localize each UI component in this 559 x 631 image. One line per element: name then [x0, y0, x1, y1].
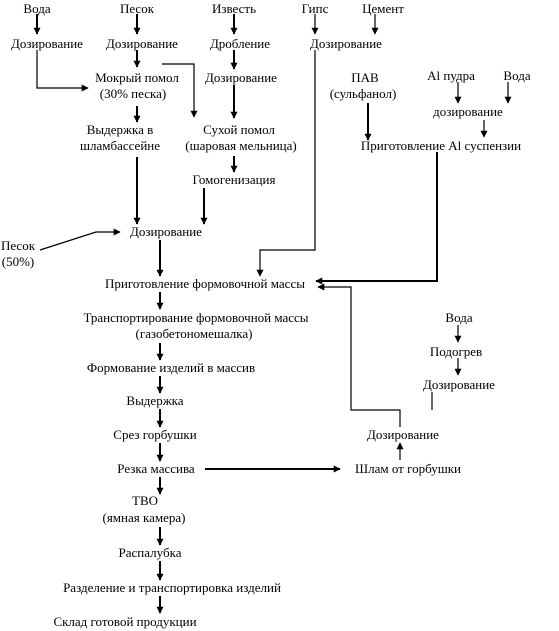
label-voda-right: Вода: [445, 310, 472, 325]
label-razdelenie: Разделение и транспортировка изделий: [63, 580, 281, 595]
label-pav-1: ПАВ: [351, 70, 379, 85]
labels-group: Вода Песок Известь Гипс Цемент Дозирован…: [1, 1, 531, 629]
label-mokry-pomol-2: (30% песка): [100, 86, 166, 101]
label-voda-al: Вода: [503, 68, 530, 83]
label-sukhoy-pomol-1: Сухой помол: [203, 122, 275, 137]
label-doz-voda-right: Дозирование: [423, 377, 495, 392]
label-rezka: Резка массива: [117, 461, 195, 476]
label-shlam: Шлам от горбушки: [355, 461, 461, 476]
label-doz-voda: Дозирование: [11, 36, 83, 51]
label-voda-top: Вода: [23, 1, 50, 16]
label-gomogenizaciya: Гомогенизация: [193, 172, 276, 187]
label-vyderzhka-shlam-1: Выдержка в: [87, 122, 154, 137]
label-gips: Гипс: [302, 1, 329, 16]
label-tvo-2: (ямная камера): [103, 510, 186, 525]
connector-group: [33, 14, 512, 614]
arrow-doz-voda-to-pomol: [36, 50, 89, 92]
label-srez: Срез горбушки: [113, 427, 196, 442]
label-podogrev: Подогрев: [430, 344, 482, 359]
arrow-doz-gips-to-formovochnaya: [256, 50, 316, 277]
label-tvo-1: ТВО: [132, 493, 158, 508]
label-droblenie: Дробление: [210, 36, 270, 51]
label-doz-shlam: Дозирование: [367, 427, 439, 442]
arrow-pesok50-to-doz-mix: [39, 228, 121, 251]
label-pav-2: (сульфанол): [330, 86, 397, 101]
label-doz-izvest: Дозирование: [205, 70, 277, 85]
label-vyderzhka-shlam-2: шламбассейне: [80, 138, 160, 153]
arrow-prig-al-to-formovochnaya: [315, 152, 438, 285]
label-sklad: Склад готовой продукции: [53, 614, 196, 629]
label-transport-2: (газобетономешалка): [135, 326, 252, 341]
arrow-doz-shlam-to-formovochnaya: [317, 283, 401, 427]
arrow-doz-pesok-to-sukhoy: [162, 63, 198, 118]
label-raspalubka: Распалубка: [119, 545, 182, 560]
label-pesok-top: Песок: [120, 1, 155, 16]
label-pesok-50-1: Песок: [1, 238, 36, 253]
label-sukhoy-pomol-2: (шаровая мельница): [185, 138, 296, 153]
label-izvest: Известь: [212, 1, 256, 16]
label-doz-mix: Дозирование: [130, 224, 202, 239]
label-formovanie: Формование изделий в массив: [87, 360, 255, 375]
label-vyderzhka: Выдержка: [126, 393, 183, 408]
label-prig-formovochnoy: Приготовление формовочной массы: [105, 276, 305, 291]
label-al-pudra: Al пудра: [427, 68, 475, 83]
label-cement: Цемент: [362, 1, 404, 16]
label-mokry-pomol-1: Мокрый помол: [95, 70, 179, 85]
label-prig-al: Приготовление Al суспензии: [361, 138, 521, 153]
label-transport-1: Транспортирование формовочной массы: [83, 310, 308, 325]
label-pesok-50-2: (50%): [2, 254, 35, 269]
label-doz-pesok: Дозирование: [106, 36, 178, 51]
label-doz-al: дозирование: [433, 104, 503, 119]
label-doz-gips-cement: Дозирование: [310, 36, 382, 51]
